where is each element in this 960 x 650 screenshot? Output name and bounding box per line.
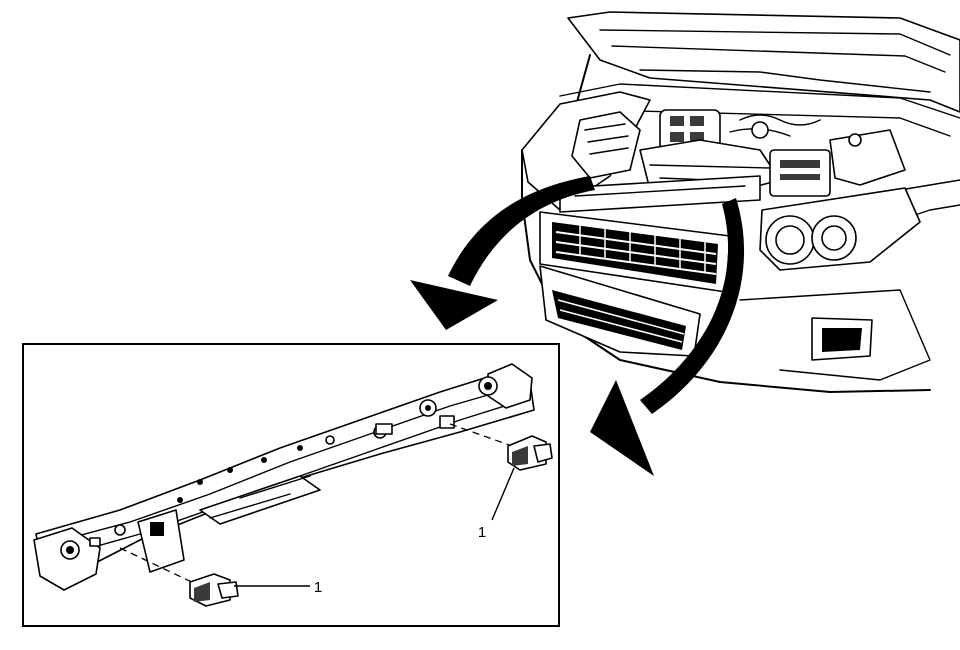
callout-label-right: 1 xyxy=(478,524,486,541)
mount-line-left xyxy=(119,547,197,585)
engine-bay xyxy=(571,109,906,197)
impact-sensor-right xyxy=(507,435,553,471)
upper-grille xyxy=(539,211,731,293)
fog-lamp xyxy=(739,289,931,381)
direction-arrow-left xyxy=(410,176,595,330)
callout-label-left: 1 xyxy=(314,579,322,596)
headlamp xyxy=(759,187,921,271)
vehicle-front-end xyxy=(521,11,960,393)
lower-grille xyxy=(539,265,701,357)
hood xyxy=(567,11,960,113)
impact-sensor-left xyxy=(189,573,239,607)
direction-arrow-right xyxy=(590,198,745,476)
mount-line-right xyxy=(449,423,513,447)
bumper-impact-bar xyxy=(33,363,535,591)
callout-leader-right xyxy=(491,467,515,521)
